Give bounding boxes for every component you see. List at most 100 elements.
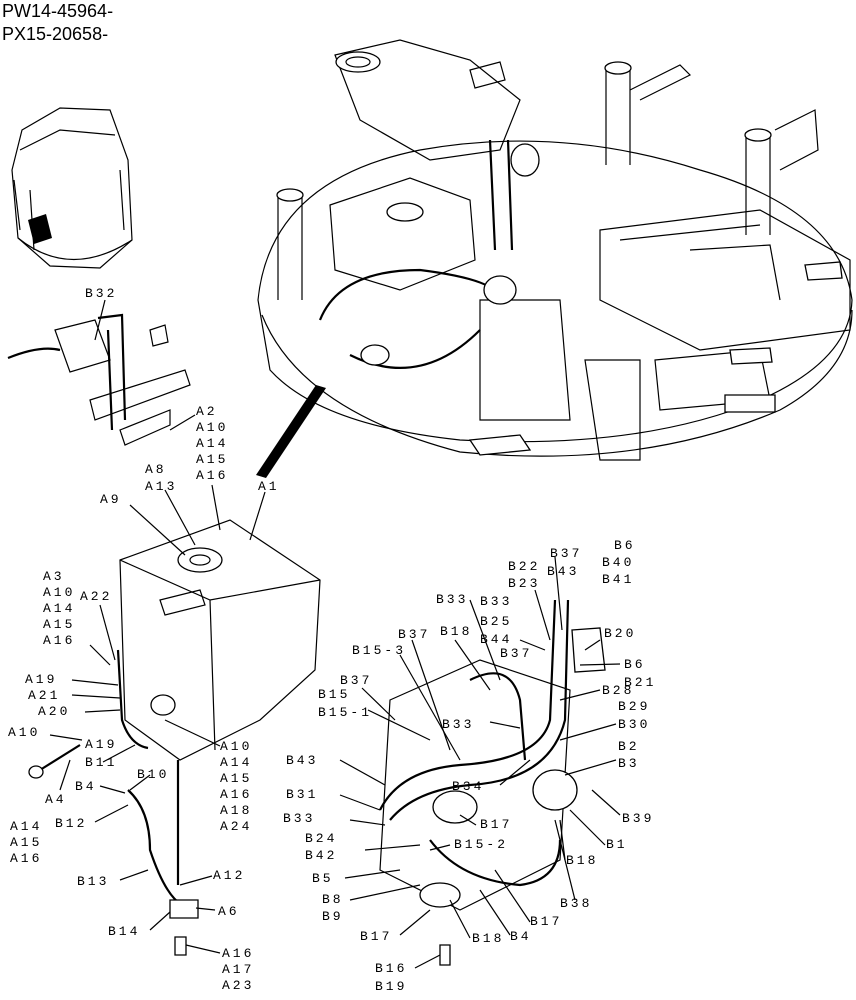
label-b6-right: B6 <box>624 657 646 672</box>
label-b42: B42 <box>305 848 337 863</box>
label-b17-b: B17 <box>530 914 562 929</box>
label-a16-top: A16 <box>196 468 228 483</box>
label-a9: A9 <box>100 492 122 507</box>
label-b6: B6 <box>614 538 636 553</box>
label-a3: A3 <box>43 569 65 584</box>
label-b30: B30 <box>618 717 650 732</box>
label-b2: B2 <box>618 739 640 754</box>
label-a4: A4 <box>45 792 67 807</box>
leader-lines <box>49 299 621 969</box>
label-a15-left: A15 <box>43 617 75 632</box>
label-b4-left: B4 <box>75 779 97 794</box>
label-b43-left: B43 <box>286 753 318 768</box>
label-b32: B32 <box>85 286 117 301</box>
label-b12: B12 <box>55 816 87 831</box>
hose-routing-detail <box>379 599 606 966</box>
label-b17-c: B17 <box>360 929 392 944</box>
upper-frame-assembly <box>256 39 853 478</box>
label-a16-bottom-left: A16 <box>10 851 42 866</box>
label-b24: B24 <box>305 831 337 846</box>
label-a1: A1 <box>258 479 280 494</box>
label-a14-top: A14 <box>196 436 228 451</box>
fuel-tank-detail <box>28 519 321 956</box>
label-b33-a: B33 <box>436 592 468 607</box>
label-a8: A8 <box>145 462 167 477</box>
label-a2: A2 <box>196 404 218 419</box>
serial-range-1: PW14-45964- <box>2 1 113 21</box>
label-b11: B11 <box>85 755 117 770</box>
label-b38: B38 <box>560 896 592 911</box>
label-b18-right: B18 <box>566 853 598 868</box>
label-a16-bottom: A16 <box>222 946 254 961</box>
label-a24: A24 <box>220 819 252 834</box>
label-b5: B5 <box>312 871 334 886</box>
label-b25: B25 <box>480 614 512 629</box>
label-b15-3: B15-3 <box>352 643 406 658</box>
label-b9: B9 <box>322 909 344 924</box>
label-a10-bottom: A10 <box>8 725 40 740</box>
label-b3: B3 <box>618 756 640 771</box>
label-a22: A22 <box>80 589 112 604</box>
label-a15-top: A15 <box>196 452 228 467</box>
label-b20: B20 <box>604 626 636 641</box>
label-b41: B41 <box>602 572 634 587</box>
label-a18: A18 <box>220 803 252 818</box>
machine-thumbnail <box>11 107 133 269</box>
label-b43-top: B43 <box>547 564 579 579</box>
label-b19: B19 <box>375 979 407 994</box>
label-a14-bottom-left: A14 <box>10 819 42 834</box>
label-a23: A23 <box>222 978 254 993</box>
label-b13: B13 <box>77 874 109 889</box>
label-a14-right: A14 <box>220 755 252 770</box>
label-b37-right: B37 <box>500 646 532 661</box>
label-a19-bottom: A19 <box>85 737 117 752</box>
label-a17: A17 <box>222 962 254 977</box>
label-b15-2: B15-2 <box>454 837 508 852</box>
label-b44: B44 <box>480 632 512 647</box>
label-b34: B34 <box>452 779 484 794</box>
label-b14: B14 <box>108 924 140 939</box>
label-b16: B16 <box>375 961 407 976</box>
label-b33-d: B33 <box>283 811 315 826</box>
label-b8: B8 <box>322 892 344 907</box>
label-a20: A20 <box>38 704 70 719</box>
label-b23: B23 <box>508 576 540 591</box>
label-b21: B21 <box>624 675 656 690</box>
label-a10-top: A10 <box>196 420 228 435</box>
serial-range-2: PX15-20658- <box>2 24 108 44</box>
label-a10-left: A10 <box>43 585 75 600</box>
label-a12: A12 <box>213 868 245 883</box>
label-a15-bottom-left: A15 <box>10 835 42 850</box>
callout-labels: B32 A2 A10 A14 A15 A16 A8 A13 A1 A9 A3 A… <box>8 286 656 994</box>
label-a6: A6 <box>218 904 240 919</box>
label-a13: A13 <box>145 479 177 494</box>
label-b33-b: B33 <box>480 594 512 609</box>
label-b1: B1 <box>606 837 628 852</box>
label-b18-bottom: B18 <box>472 931 504 946</box>
label-b15-1: B15-1 <box>318 705 372 720</box>
label-b37-top: B37 <box>550 546 582 561</box>
label-b4-right: B4 <box>510 929 532 944</box>
label-b40: B40 <box>602 555 634 570</box>
label-a19: A19 <box>25 672 57 687</box>
label-a14-left: A14 <box>43 601 75 616</box>
label-b17-a: B17 <box>480 817 512 832</box>
label-b37-mid: B37 <box>398 627 430 642</box>
label-a16-right: A16 <box>220 787 252 802</box>
label-b37-left: B37 <box>340 673 372 688</box>
label-b29: B29 <box>618 699 650 714</box>
label-b33-c: B33 <box>442 717 474 732</box>
bracket-detail <box>7 313 191 446</box>
label-a21: A21 <box>28 688 60 703</box>
label-b15: B15 <box>318 687 350 702</box>
label-a16-left: A16 <box>43 633 75 648</box>
label-b22: B22 <box>508 559 540 574</box>
label-b18-top: B18 <box>440 624 472 639</box>
label-a15-right: A15 <box>220 771 252 786</box>
label-a10-right: A10 <box>220 739 252 754</box>
label-b31: B31 <box>286 787 318 802</box>
label-b28: B28 <box>602 683 634 698</box>
label-b39: B39 <box>622 811 654 826</box>
